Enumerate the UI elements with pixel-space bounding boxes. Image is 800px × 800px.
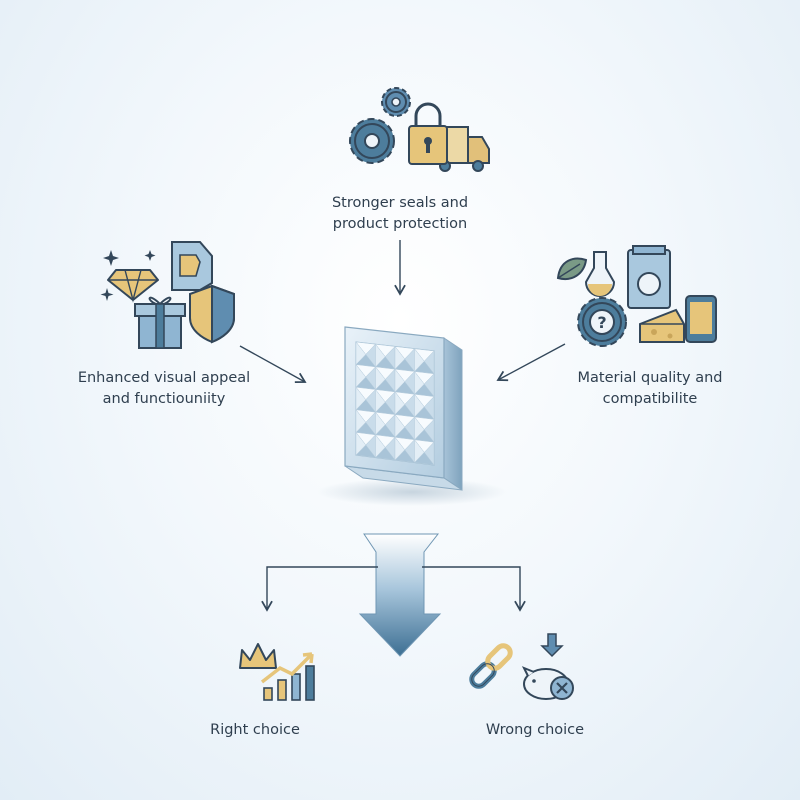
question-gear-icon: ? <box>577 297 627 347</box>
wrong-choice-icons <box>469 633 574 700</box>
emboss-facet <box>375 411 386 436</box>
emboss-facet <box>394 345 406 370</box>
emboss-facet <box>414 416 425 441</box>
emboss-facet <box>414 393 425 418</box>
emboss-facet <box>355 386 367 411</box>
emboss-facet <box>375 343 386 368</box>
cheese-icon <box>639 308 685 343</box>
emboss-facet <box>355 409 367 434</box>
right-factor-line2: compatibilite <box>602 391 698 407</box>
small-gear-icon <box>381 87 411 117</box>
right-choice-label: Right choice <box>210 722 300 738</box>
top-factor-line1: Stronger seals and <box>331 195 469 211</box>
emboss-facet <box>394 436 406 461</box>
panel-emboss-pattern <box>355 341 435 466</box>
gift-box-icon <box>134 296 186 349</box>
branch-right-choice <box>261 566 378 612</box>
branch-wrong-choice <box>422 566 526 612</box>
emboss-facet <box>355 341 367 366</box>
growth-chart-icon <box>260 652 315 701</box>
left-to-center-arrow <box>239 345 307 384</box>
left-factor-line1: Enhanced visual appeal <box>77 370 251 386</box>
diamond-icon <box>107 269 159 303</box>
right-choice-icons <box>239 643 315 701</box>
top-factor-label: Stronger seals and product protection <box>300 193 500 235</box>
emboss-facet <box>394 413 406 438</box>
left-factor-label: Enhanced visual appeal and functiouniity <box>64 368 264 410</box>
emboss-facet <box>375 434 386 459</box>
emboss-facet <box>414 439 425 464</box>
gear-icon <box>349 118 395 164</box>
lock-icon <box>408 102 448 165</box>
right-factor-icons: ? <box>556 245 717 347</box>
down-arrow-icon <box>540 633 564 658</box>
left-factor-icons <box>100 241 235 349</box>
top-factor-line2: product protection <box>332 216 468 232</box>
piggy-bank-cross-icon <box>521 666 574 700</box>
top-factor-icons <box>349 87 490 172</box>
right-factor-line1: Material quality and <box>577 370 723 386</box>
emboss-facet <box>414 370 425 395</box>
sparkle-icon <box>100 250 156 301</box>
3d-shape-icon <box>171 241 213 291</box>
emboss-facet <box>355 363 367 388</box>
embossed-panel-icon <box>317 326 507 506</box>
food-bag-icon <box>627 245 671 309</box>
emboss-facet <box>394 368 406 393</box>
emboss-facet <box>355 431 367 456</box>
smartphone-icon <box>685 295 717 343</box>
emboss-facet <box>394 391 406 416</box>
svg-text:?: ? <box>597 313 606 332</box>
outcome-arrow <box>358 533 442 657</box>
left-factor-line2: and functiouniity <box>102 391 226 407</box>
wrong-choice-label: Wrong choice <box>485 722 585 738</box>
crown-icon <box>239 643 277 669</box>
emboss-facet <box>375 366 386 391</box>
shield-icon <box>189 284 235 344</box>
right-factor-label: Material quality and compatibilite <box>560 368 740 410</box>
broken-chain-icon <box>469 643 513 689</box>
leaf-icon <box>556 257 588 280</box>
flask-icon <box>584 251 616 297</box>
emboss-facet <box>414 348 425 373</box>
right-to-center-arrow <box>496 343 566 382</box>
emboss-facet <box>375 388 386 413</box>
